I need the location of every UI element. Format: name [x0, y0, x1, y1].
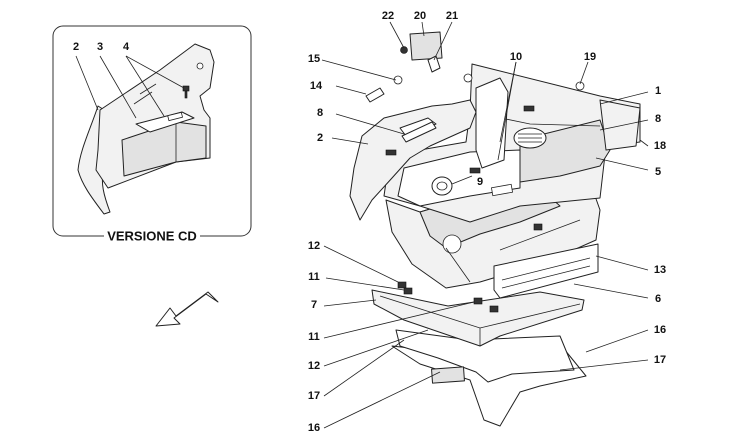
callout-16-upper: 16 — [654, 324, 666, 336]
inset-screw-icon — [182, 85, 190, 99]
inset-caption: VERSIONE CD — [107, 228, 197, 243]
shell-slot — [490, 183, 514, 197]
rod-14 — [365, 87, 385, 103]
callout-8-right: 8 — [655, 113, 661, 125]
callout-15: 15 — [308, 53, 320, 65]
left-side-panel — [349, 99, 477, 221]
callout-17-left: 17 — [308, 390, 320, 402]
base-tray — [371, 289, 585, 347]
screw-22-icon — [400, 46, 408, 54]
callout-10: 10 — [510, 51, 522, 63]
left-panel-slot — [399, 117, 437, 137]
callout-14: 14 — [310, 80, 323, 92]
callout-16-lower: 16 — [308, 422, 320, 434]
callout-1: 1 — [655, 85, 661, 97]
floor-mat-upper — [395, 329, 575, 383]
callout-8-left: 8 — [317, 107, 323, 119]
callout-12-lower: 12 — [308, 360, 320, 372]
tag-plate — [409, 31, 443, 61]
direction-arrow-icon — [155, 291, 219, 327]
callout-5: 5 — [655, 166, 661, 178]
callout-2: 2 — [317, 132, 323, 144]
trim-strip-8 — [401, 121, 437, 143]
callout-9: 9 — [477, 176, 483, 188]
nut-19-icon — [575, 81, 585, 91]
callout-20: 20 — [414, 10, 426, 22]
insulation-pad — [493, 243, 599, 299]
callout-17-right: 17 — [654, 354, 666, 366]
inset-versione-cd: 2 3 4 VERSIONE CD — [52, 25, 252, 244]
floor-mat-pad — [431, 366, 465, 384]
callout-12-upper: 12 — [308, 240, 320, 252]
main-assembly: 22 20 21 15 10 19 14 1 8 8 18 2 9 5 12 1… — [308, 10, 666, 434]
right-side-panel — [599, 99, 641, 151]
callout-21: 21 — [446, 10, 458, 22]
callout-18: 18 — [654, 140, 666, 152]
inset-callout-4: 4 — [123, 41, 130, 53]
callout-22: 22 — [382, 10, 394, 22]
callout-13: 13 — [654, 264, 666, 276]
bolts-9 — [385, 105, 535, 174]
small-clip — [427, 55, 441, 73]
inset-callout-2: 2 — [73, 41, 79, 53]
callout-7: 7 — [311, 299, 317, 311]
inset-callout-3: 3 — [97, 41, 103, 53]
callout-11-lower: 11 — [308, 331, 320, 343]
callout-11-upper: 11 — [308, 271, 320, 283]
tub-round-port — [442, 234, 462, 254]
callout-19: 19 — [584, 51, 596, 63]
washer-15-icon — [393, 75, 403, 85]
inset-bracket-slot — [167, 111, 184, 122]
bolts-11-12 — [397, 223, 543, 313]
callout-6: 6 — [655, 293, 661, 305]
rear-duct — [475, 77, 509, 169]
